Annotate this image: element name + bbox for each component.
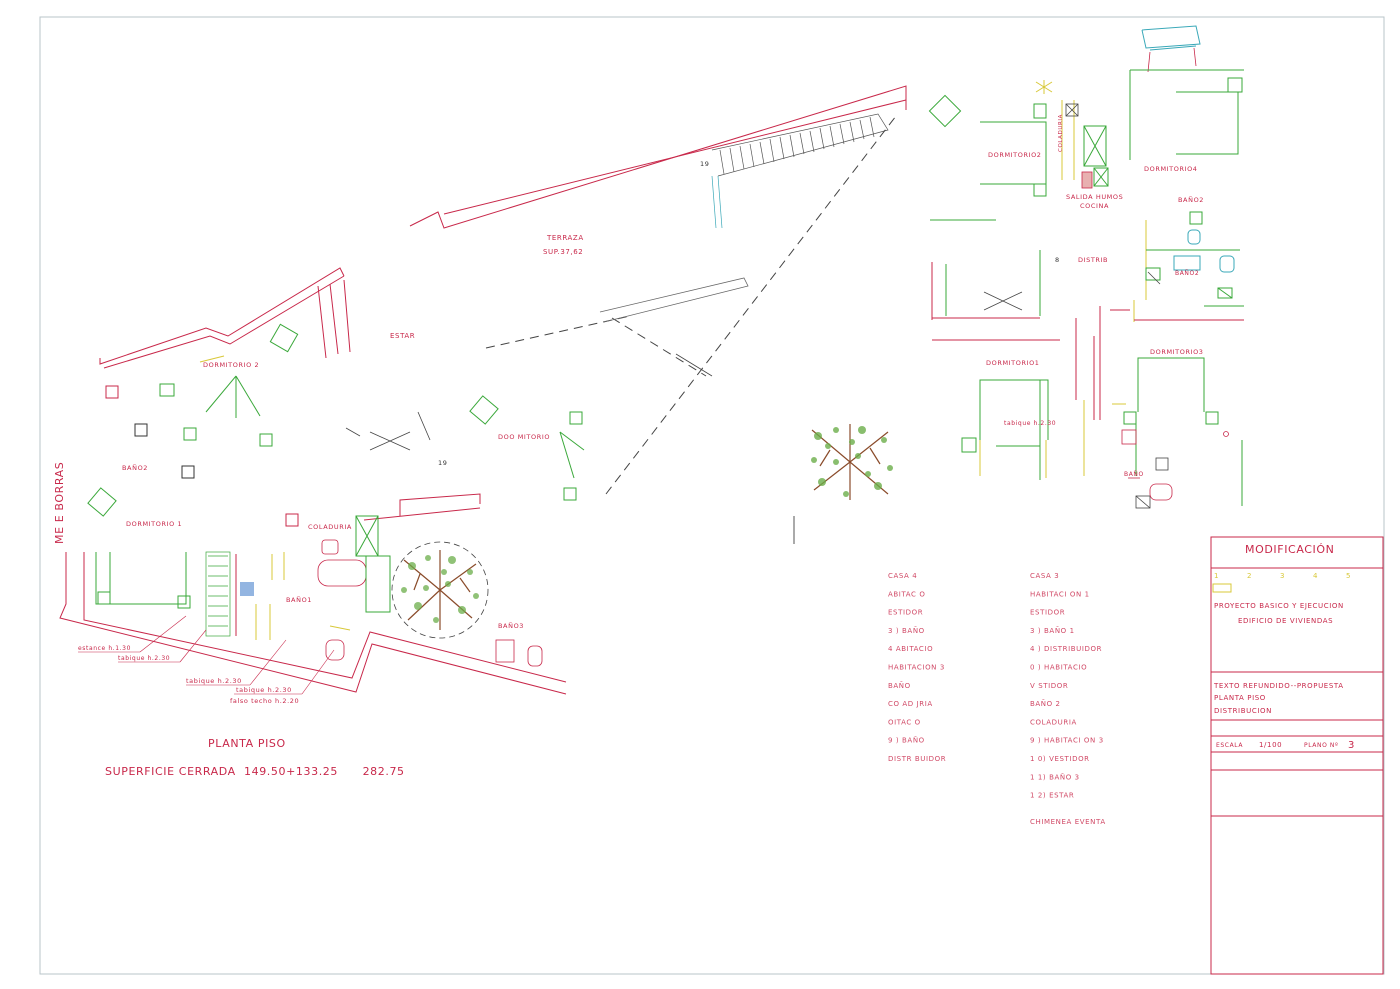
r-label-cocina: COCINA bbox=[1080, 202, 1109, 210]
legend-item: 9 ) BAÑO bbox=[888, 736, 925, 745]
label-bano2: BAÑO2 bbox=[122, 463, 148, 472]
legend-item: DISTR BUIDOR bbox=[888, 755, 946, 763]
r-label-dormitorio2: DORMITORIO2 bbox=[988, 151, 1042, 159]
tb-desc-1: TEXTO REFUNDIDO--PROPUESTA bbox=[1213, 682, 1344, 690]
legend-item: CHIMENEA EVENTA bbox=[1030, 818, 1106, 826]
tile-square bbox=[240, 582, 254, 596]
revision-number: 1 bbox=[1214, 572, 1219, 580]
label-n19a: 19 bbox=[700, 160, 709, 168]
room-dormitorio2-right bbox=[980, 103, 1109, 197]
legend-item: 4 ABITACIO bbox=[888, 645, 933, 653]
legend-item: COLADURIA bbox=[1030, 718, 1077, 726]
sheet-border bbox=[39, 16, 1385, 975]
legend-item: BAÑO bbox=[888, 681, 911, 690]
label-coladuria: COLADURIA bbox=[308, 523, 352, 531]
revision-numbers: 1 2 3 4 5 bbox=[1214, 572, 1351, 580]
street-name: ME E BORRAS bbox=[53, 462, 66, 544]
note-estance: estance h.1.30 bbox=[78, 645, 131, 652]
title-block: MODIFICACIÓN 1 2 3 4 5 PROYECTO BASICO Y EJE… bbox=[1210, 536, 1384, 975]
r-label-bano2a: BAÑO2 bbox=[1178, 195, 1204, 204]
outer-walls bbox=[99, 267, 351, 369]
legend-item: CASA 3 bbox=[1030, 572, 1059, 580]
legend-item: HABITACION 3 bbox=[888, 664, 945, 672]
revision-number: 2 bbox=[1247, 572, 1252, 580]
tb-project-1: PROYECTO BASICO Y EJECUCION bbox=[1214, 602, 1344, 610]
legend-item: ESTIDOR bbox=[1030, 609, 1065, 617]
revision-number: 5 bbox=[1346, 572, 1351, 580]
stair bbox=[711, 113, 889, 229]
label-sup: SUP.37,62 bbox=[543, 248, 583, 256]
terrace-wall bbox=[409, 85, 907, 229]
revision-marker bbox=[1212, 583, 1232, 593]
legend-item: CO AD JRIA bbox=[888, 700, 933, 708]
room-dormitorio-1 bbox=[95, 552, 191, 609]
label-dormitorio-1: DORMITORIO 1 bbox=[126, 520, 182, 528]
note-tabique-c: tabique h.2.30 bbox=[236, 686, 292, 694]
legend-item: ABITAC O bbox=[888, 590, 925, 598]
plan-surface: SUPERFICIE CERRADA 149.50+133.25 282.75 bbox=[105, 765, 405, 778]
courtyard-tree bbox=[391, 541, 489, 639]
legend-item: BAÑO 2 bbox=[1030, 699, 1061, 708]
revision-number: 4 bbox=[1313, 572, 1318, 580]
label-bano3: BAÑO3 bbox=[498, 621, 524, 630]
label-estar: ESTAR bbox=[390, 332, 415, 340]
legend: CASA 4 ABITAC O ESTIDOR 3 ) BAÑO 4 ABITACIO H… bbox=[888, 572, 1106, 826]
tb-header: MODIFICACIÓN bbox=[1245, 543, 1334, 556]
label-dormitorio-2: DORMITORIO 2 bbox=[203, 361, 259, 369]
legend-item: 3 ) BAÑO 1 bbox=[1030, 626, 1075, 635]
tb-plano-value: 3 bbox=[1348, 740, 1355, 751]
note-tabique-b: tabique h.2.30 bbox=[186, 677, 242, 685]
legend-item: ESTIDOR bbox=[888, 609, 923, 617]
legend-item: 1 1) BAÑO 3 bbox=[1030, 772, 1080, 781]
legend-item: 1 0) VESTIDOR bbox=[1030, 755, 1090, 763]
plan-right: DORMITORIO2 COLADURIA DORMITORIO4 SALIDA… bbox=[793, 25, 1244, 544]
plan-left: TERRAZA SUP.37,62 ESTAR DORMITORIO 2 BAÑ… bbox=[53, 85, 907, 778]
furniture bbox=[87, 323, 583, 527]
legend-item: 1 2) ESTAR bbox=[1030, 792, 1074, 800]
note-falso-techo: falso techo h.2.20 bbox=[230, 697, 299, 705]
label-bano1: BAÑO1 bbox=[286, 595, 312, 604]
tb-scale-label: ESCALA bbox=[1216, 742, 1243, 749]
legend-item: CASA 4 bbox=[888, 572, 917, 580]
legend-item: 0 ) HABITACIO bbox=[1030, 664, 1087, 672]
r-label-salida: SALIDA HUMOS bbox=[1066, 193, 1123, 201]
legend-item: OITAC O bbox=[888, 718, 921, 726]
revision-number: 3 bbox=[1280, 572, 1285, 580]
r-label-dormitorio1: DORMITORIO1 bbox=[986, 359, 1040, 367]
tb-desc-3: DISTRIBUCION bbox=[1214, 707, 1272, 715]
r-label-n8: 8 bbox=[1055, 256, 1060, 264]
label-dormitorio-mid: DOO MITORIO bbox=[498, 433, 550, 441]
label-n19b: 19 bbox=[438, 459, 447, 467]
r-label-dormitorio4: DORMITORIO4 bbox=[1144, 165, 1198, 173]
legend-item: 4 ) DISTRIBUIDOR bbox=[1030, 645, 1102, 653]
doors bbox=[205, 375, 585, 479]
tb-scale-value: 1/100 bbox=[1259, 741, 1282, 749]
r-label-dormitorio3: DORMITORIO3 bbox=[1150, 348, 1204, 356]
tb-project-2: EDIFICIO DE VIVIENDAS bbox=[1238, 617, 1333, 625]
tb-desc-2: PLANTA PISO bbox=[1214, 694, 1266, 702]
r-label-distrib: DISTRIB bbox=[1078, 256, 1108, 264]
r-label-bano2b: BAÑO2 bbox=[1175, 270, 1199, 277]
tb-plano-label: PLANO Nº bbox=[1304, 742, 1338, 749]
r-label-bano: BAÑO bbox=[1124, 471, 1144, 478]
plan-title: PLANTA PISO bbox=[208, 737, 286, 750]
r-label-tabique: tabique h.2.30 bbox=[1004, 420, 1056, 427]
legend-item: 3 ) BAÑO bbox=[888, 626, 925, 635]
note-tabique-a: tabique h.2.30 bbox=[118, 655, 170, 662]
tree-right bbox=[811, 424, 893, 500]
legend-item: V STIDOR bbox=[1030, 682, 1068, 690]
r-label-coladuria: COLADURIA bbox=[1058, 114, 1064, 152]
legend-item: HABITACI ON 1 bbox=[1030, 590, 1090, 598]
legend-item: 9 ) HABITACI ON 3 bbox=[1030, 737, 1104, 745]
label-terraza: TERRAZA bbox=[546, 234, 584, 242]
